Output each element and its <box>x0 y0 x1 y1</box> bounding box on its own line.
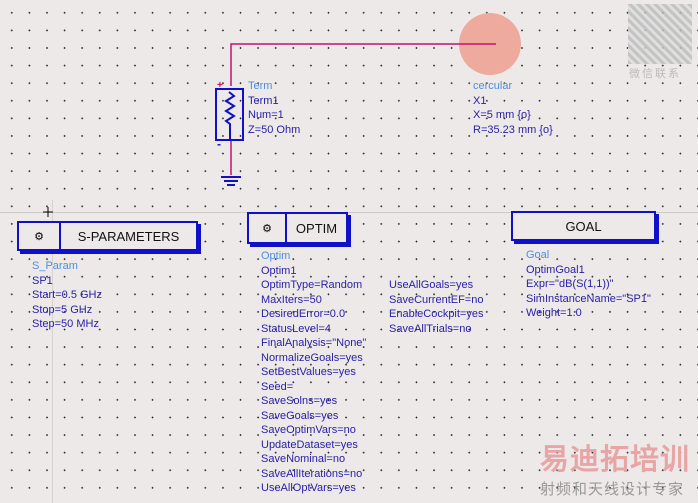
controller-icon: ⚙ <box>249 214 287 242</box>
term-name: Term1 <box>248 94 279 107</box>
optim-param: SaveOptimVars=no <box>261 424 356 436</box>
guide-line-vertical <box>52 200 53 503</box>
optim-param: NormalizeGoals=yes <box>261 351 363 364</box>
goal-weight: Weight=1.0 <box>526 307 582 319</box>
qr-caption: 微信联系 <box>629 67 681 80</box>
optim-param: SaveNominal=no <box>261 453 346 465</box>
goal-expr: Expr="dB(S(1,1))" <box>526 278 614 290</box>
cercular-properties[interactable]: cercular X1 X=5 mm {o} R=35.23 mm {o} <box>473 79 553 137</box>
svg-text:-: - <box>217 137 221 151</box>
optim-param: EnableCockpit=yes <box>389 308 484 320</box>
goal-properties[interactable]: Goal OptimGoal1 Expr="dB(S(1,1))" SimIns… <box>526 248 651 321</box>
guide-line-horizontal <box>0 212 698 213</box>
term-properties[interactable]: Term Term1 Num=1 Z=50 Ohm <box>248 79 300 137</box>
cercular-x: X=5 mm {o} <box>473 109 531 121</box>
s-param-stop: Stop=5 GHz <box>32 303 93 316</box>
svg-text:+: + <box>217 80 223 91</box>
term-num: Num=1 <box>248 109 284 121</box>
optim-param: SaveCurrentEF=no <box>389 293 484 306</box>
optim-param: UseAllOptVars=yes <box>261 482 356 494</box>
optim-param: SaveGoals=yes <box>261 409 339 422</box>
s-param-properties[interactable]: S_Param SP1 Start=0.5 GHz Stop=5 GHz Ste… <box>32 259 102 332</box>
optim-type: Optim <box>261 250 291 262</box>
optim-param: UpdateDataset=yes <box>261 438 358 451</box>
s-param-start: Start=0.5 GHz <box>32 289 103 301</box>
optim-param: UseAllGoals=yes <box>389 279 474 291</box>
cursor-crosshair <box>43 207 53 217</box>
wire <box>230 43 496 86</box>
goal-title: GOAL <box>565 218 602 234</box>
cercular-r: R=35.23 mm {o} <box>473 123 553 136</box>
optim-param: SaveAllIterations=no <box>261 467 363 480</box>
goal-block[interactable]: GOAL <box>511 211 656 241</box>
term-z: Z=50 Ohm <box>248 123 301 136</box>
optim-name: Optim1 <box>261 264 297 277</box>
optim-param: MaxIters=50 <box>261 293 322 306</box>
goal-name: OptimGoal1 <box>526 263 585 276</box>
s-param-name: SP1 <box>32 274 53 287</box>
resistor-icon <box>224 91 236 140</box>
watermark-brand: 易迪拓培训 <box>540 442 691 476</box>
optim-block[interactable]: ⚙ OPTIM <box>247 212 348 244</box>
optim-param: Seed= <box>261 380 294 393</box>
cercular-name: X1 <box>473 94 487 107</box>
s-param-step: Step=50 MHz <box>32 318 99 330</box>
optim-param: FinalAnalysis="None" <box>261 337 367 349</box>
ground-icon <box>221 176 241 186</box>
optim-param: OptimType=Random <box>261 279 363 291</box>
optim-param: SetBestValues=yes <box>261 366 356 378</box>
goal-type: Goal <box>526 249 550 261</box>
qr-code <box>628 4 692 64</box>
s-parameters-title: S-PARAMETERS <box>77 228 180 244</box>
watermark-slogan: 射频和天线设计专家 <box>540 480 685 498</box>
optim-param: SaveAllTrials=no <box>389 322 472 335</box>
s-parameters-block[interactable]: ⚙ S-PARAMETERS <box>17 221 198 251</box>
s-param-type: S_Param <box>32 260 78 272</box>
goal-sim-instance: SimInstanceName="SP1" <box>526 292 651 305</box>
optim-param: StatusLevel=4 <box>261 322 332 335</box>
optim-title: OPTIM <box>295 220 338 236</box>
cercular-type: cercular <box>473 80 513 92</box>
optim-param: SaveSolns=yes <box>261 395 338 407</box>
optim-param: DesiredError=0.0 <box>261 308 346 320</box>
term-type: Term <box>248 80 273 92</box>
controller-icon: ⚙ <box>19 223 61 249</box>
